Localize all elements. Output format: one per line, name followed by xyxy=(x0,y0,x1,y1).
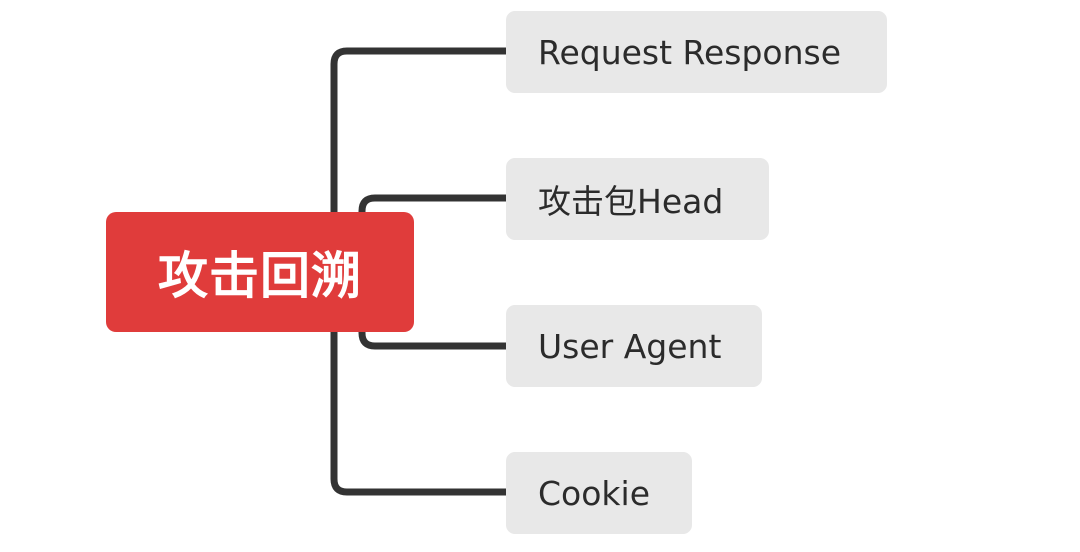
topic-cookie[interactable]: Cookie xyxy=(506,452,692,534)
topic-label: Cookie xyxy=(538,473,651,513)
topic-attack-packet-head[interactable]: 攻击包Head xyxy=(506,158,769,240)
root-topic[interactable]: 攻击回溯 xyxy=(106,212,414,332)
topic-user-agent[interactable]: User Agent xyxy=(506,305,762,387)
topic-request-response[interactable]: Request Response xyxy=(506,11,887,93)
connector-user-agent xyxy=(358,328,510,350)
topic-label: Request Response xyxy=(538,32,842,72)
topic-label: 攻击包Head xyxy=(538,182,724,221)
topic-label: User Agent xyxy=(538,326,722,366)
connector-attack-packet-head xyxy=(358,194,510,216)
root-topic-label: 攻击回溯 xyxy=(158,247,362,305)
connector-cookie xyxy=(330,328,510,496)
connector-request-response xyxy=(330,47,510,216)
